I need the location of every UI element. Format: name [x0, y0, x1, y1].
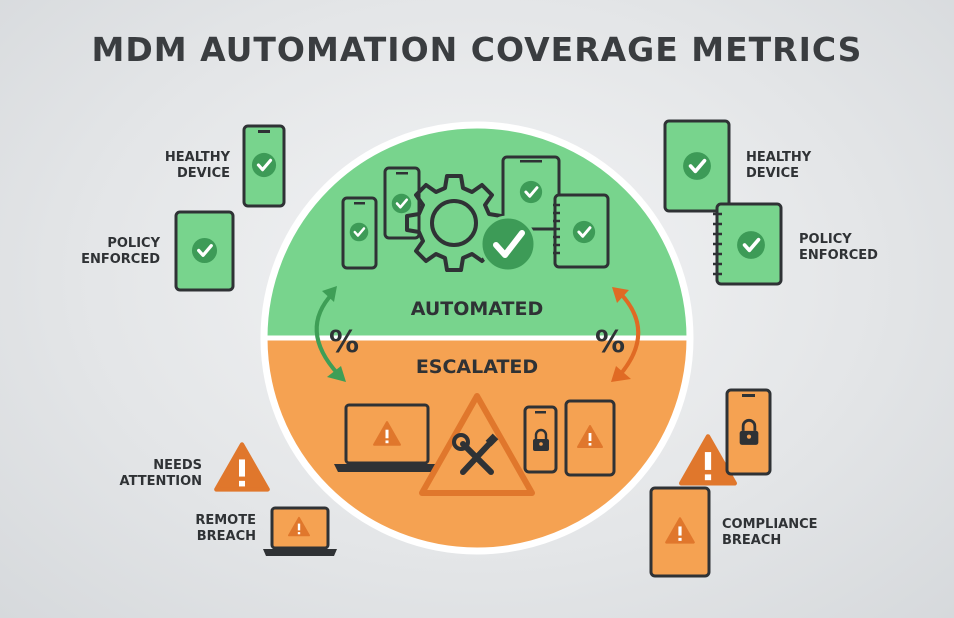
right-percent-symbol: % [595, 325, 625, 360]
phone-check-device [341, 196, 378, 270]
tablet-warning-device [564, 399, 616, 477]
right-policy-enforced-label: POLICY ENFORCED [799, 232, 878, 263]
remote-breach-label: REMOTE BREACH [195, 513, 256, 544]
escalated-label: ESCALATED [416, 356, 538, 378]
warning-icon [216, 444, 267, 489]
left-percent-symbol: % [329, 325, 359, 360]
cycle-arrow-icon [611, 287, 641, 382]
notebook-check-device [553, 193, 610, 269]
needs-attention-label: NEEDS ATTENTION [119, 458, 202, 489]
right-healthy-device-label: HEALTHY DEVICE [746, 150, 812, 181]
left-policy-enforced-label: POLICY ENFORCED [81, 236, 160, 267]
laptop-warning-device [263, 506, 337, 556]
left-healthy-device-label: HEALTHY DEVICE [164, 150, 230, 181]
checkmark-icon [479, 215, 537, 273]
cycle-arrow-icon [314, 286, 346, 382]
page-title: MDM AUTOMATION COVERAGE METRICS [91, 30, 863, 69]
compliance-breach-label: COMPLIANCE BREACH [722, 517, 818, 548]
notebook-policy-device [713, 202, 783, 286]
phone-healthy-device [242, 124, 286, 208]
tablet-compliance-device [649, 486, 711, 578]
laptop-warning-device [334, 403, 440, 472]
phone-lock-device [725, 388, 772, 476]
tablet-healthy-device [663, 119, 731, 213]
tablet-policy-device [174, 210, 235, 292]
phone-lock-device [523, 405, 558, 474]
automated-label: AUTOMATED [411, 298, 544, 320]
gear-icon [405, 174, 503, 272]
warning-icon [419, 393, 535, 496]
wrench-screwdriver-icon [452, 433, 499, 475]
phone-check-device [383, 166, 421, 240]
